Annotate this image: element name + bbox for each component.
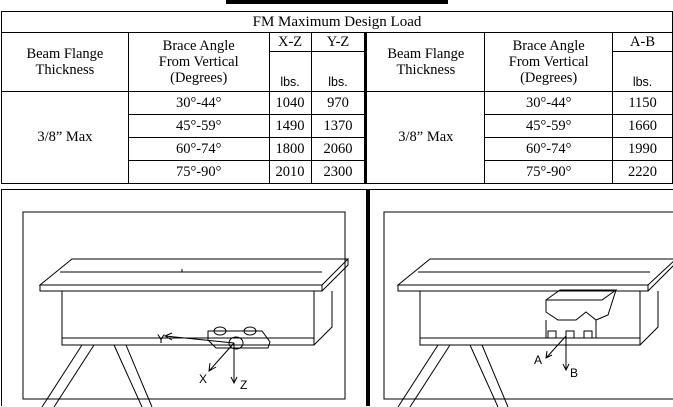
- left-thickness-cell: 3/8” Max: [1, 91, 129, 184]
- header-rule: [226, 0, 448, 4]
- brace-legs-drawing: [397, 344, 509, 407]
- left-angle-cell: 60°-74°: [127, 137, 270, 161]
- axis-label-y: Y: [157, 332, 166, 346]
- right-thickness-cell: 3/8” Max: [364, 91, 486, 184]
- xz-cell: 2010: [268, 160, 312, 184]
- table-title: FM Maximum Design Load: [1, 11, 673, 33]
- beam-clamp-ab-drawing: [383, 211, 673, 407]
- xz-cell: 1800: [268, 137, 312, 161]
- unit-ab: lbs.: [612, 51, 673, 92]
- right-angle-cell: 75°-90°: [484, 160, 614, 184]
- table-row: 3/8” Max 30°-44° 1040 970 3/8” Max 30°-4…: [1, 91, 673, 184]
- ab-cell: 1660: [612, 114, 673, 138]
- right-angle-cell: 30°-44°: [484, 91, 614, 115]
- right-figure-panel: A B: [367, 189, 673, 407]
- i-beam-drawing: [396, 258, 673, 346]
- ab-cell: 2220: [612, 160, 673, 184]
- header-xz: X-Z: [268, 32, 312, 52]
- left-angle-cell: 45°-59°: [127, 114, 270, 138]
- brace-legs-drawing: [41, 344, 153, 407]
- left-angle-cell: 75°-90°: [127, 160, 270, 184]
- right-angle-cell: 45°-59°: [484, 114, 614, 138]
- axis-arrows: [545, 335, 570, 372]
- unit-yz: lbs.: [310, 51, 367, 92]
- i-beam-drawing: [38, 258, 350, 346]
- axis-arrows: [163, 332, 238, 385]
- header-yz: Y-Z: [310, 32, 367, 52]
- axis-label-z: Z: [240, 378, 248, 392]
- drawing-frame: [383, 211, 673, 400]
- table-row: 60°-74° 1800 2060 60°-74° 1990: [2, 137, 673, 161]
- clamp-fitting-drawing: [545, 288, 617, 339]
- unit-xz: lbs.: [268, 51, 312, 92]
- yz-cell: 1370: [310, 114, 367, 138]
- ab-cell: 1150: [612, 91, 673, 115]
- xz-cell: 1040: [268, 91, 312, 115]
- yz-cell: 2060: [310, 137, 367, 161]
- axis-label-b: B: [570, 366, 579, 380]
- right-angle-cell: 60°-74°: [484, 137, 614, 161]
- left-angle-cell: 30°-44°: [127, 91, 270, 115]
- yz-cell: 970: [310, 91, 367, 115]
- beam-clamp-xyz-drawing: [22, 211, 350, 407]
- ab-cell: 1990: [612, 137, 673, 161]
- table-row: 75°-90° 2010 2300 75°-90° 2220: [2, 160, 673, 184]
- axis-label-x: X: [199, 372, 208, 386]
- drawing-frame: [22, 211, 346, 400]
- yz-cell: 2300: [310, 160, 367, 184]
- axis-label-a: A: [534, 353, 543, 367]
- header-ab: A-B: [612, 32, 673, 52]
- table-row: 45°-59° 1490 1370 45°-59° 1660: [2, 114, 673, 138]
- left-figure-panel: Y X Z: [1, 189, 367, 407]
- xz-cell: 1490: [268, 114, 312, 138]
